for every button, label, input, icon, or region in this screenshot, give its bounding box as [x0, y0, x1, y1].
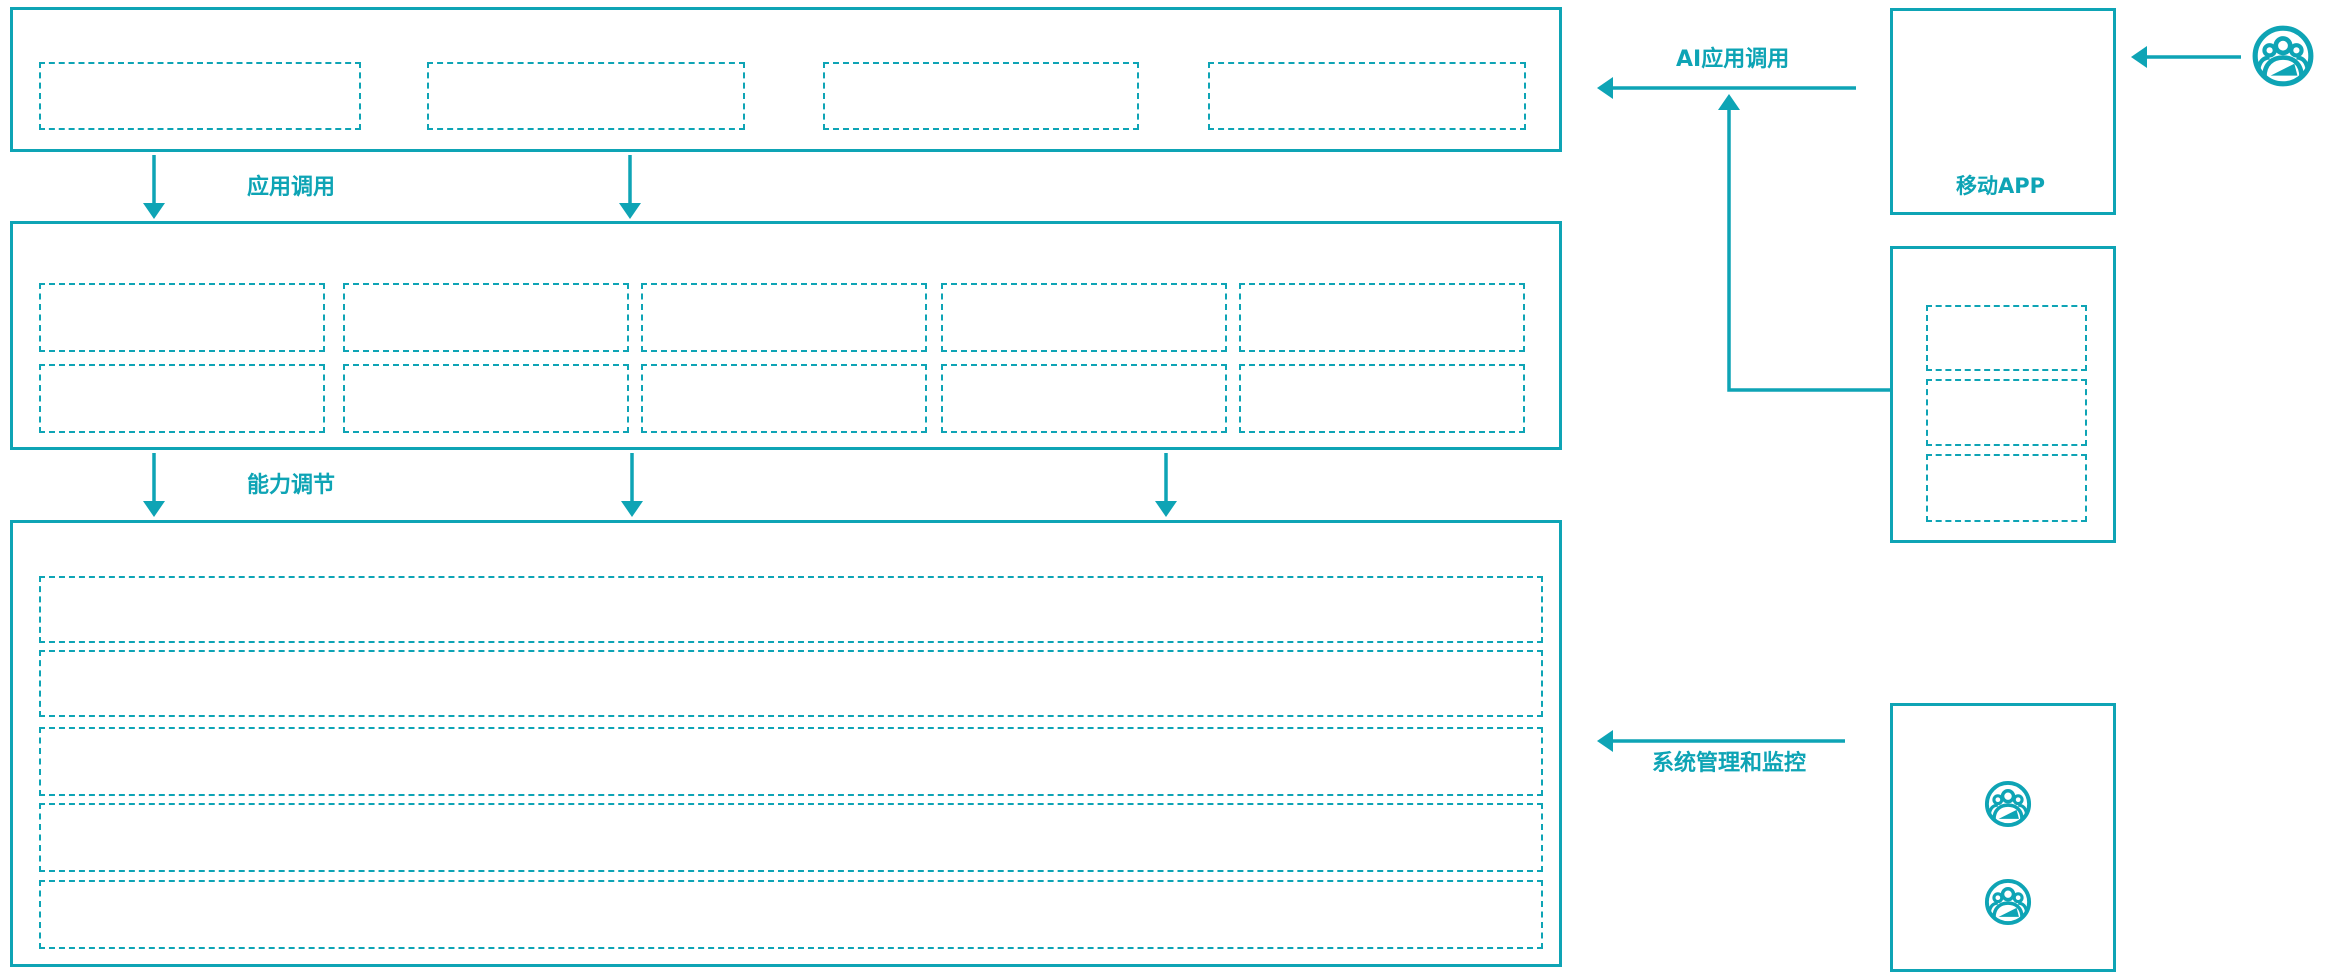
placeholder-box: [1239, 283, 1525, 352]
placeholder-box: [941, 283, 1227, 352]
placeholder-box: [39, 62, 361, 130]
down-arrow: [1155, 453, 1177, 517]
placeholder-box: [1208, 62, 1526, 130]
admin-panel: [1890, 703, 2116, 972]
ai-app-call-label: AI应用调用: [1676, 47, 1790, 72]
down-arrow: [143, 453, 165, 517]
placeholder-row: [39, 650, 1543, 717]
user-group-icon: [1983, 779, 2033, 829]
system-management-label: 系统管理和监控: [1652, 751, 1807, 776]
placeholder-box: [427, 62, 745, 130]
down-arrow: [143, 155, 165, 219]
portal-up-connector: [1718, 94, 1890, 392]
down-arrow: [619, 155, 641, 219]
mobile-app-panel: [1890, 8, 2116, 215]
placeholder-row: [39, 727, 1543, 796]
placeholder-box: [1926, 305, 2087, 371]
placeholder-box: [641, 283, 927, 352]
placeholder-box: [1239, 364, 1525, 433]
down-arrow: [621, 453, 643, 517]
mobile-app-label: 移动APP: [1956, 174, 2046, 198]
placeholder-box: [39, 283, 325, 352]
capability-tuning-label: 能力调节: [247, 473, 336, 498]
ai-app-call-arrow: [1597, 77, 1856, 99]
top-layer-panel: [10, 7, 1562, 152]
placeholder-box: [823, 62, 1139, 130]
placeholder-box: [343, 283, 629, 352]
bottom-layer-panel: [10, 520, 1562, 967]
placeholder-box: [343, 364, 629, 433]
placeholder-row: [39, 576, 1543, 643]
placeholder-box: [941, 364, 1227, 433]
placeholder-box: [1926, 379, 2087, 446]
placeholder-box: [641, 364, 927, 433]
placeholder-box: [1926, 454, 2087, 522]
app-call-label: 应用调用: [247, 175, 336, 200]
user-group-icon: [2250, 23, 2316, 89]
placeholder-box: [39, 364, 325, 433]
end-user-arrow: [2131, 46, 2241, 68]
portal-panel: [1890, 246, 2116, 543]
placeholder-row: [39, 803, 1543, 872]
user-group-icon: [1983, 877, 2033, 927]
middle-layer-panel: [10, 221, 1562, 450]
placeholder-row: [39, 880, 1543, 949]
system-management-arrow: [1597, 730, 1845, 752]
